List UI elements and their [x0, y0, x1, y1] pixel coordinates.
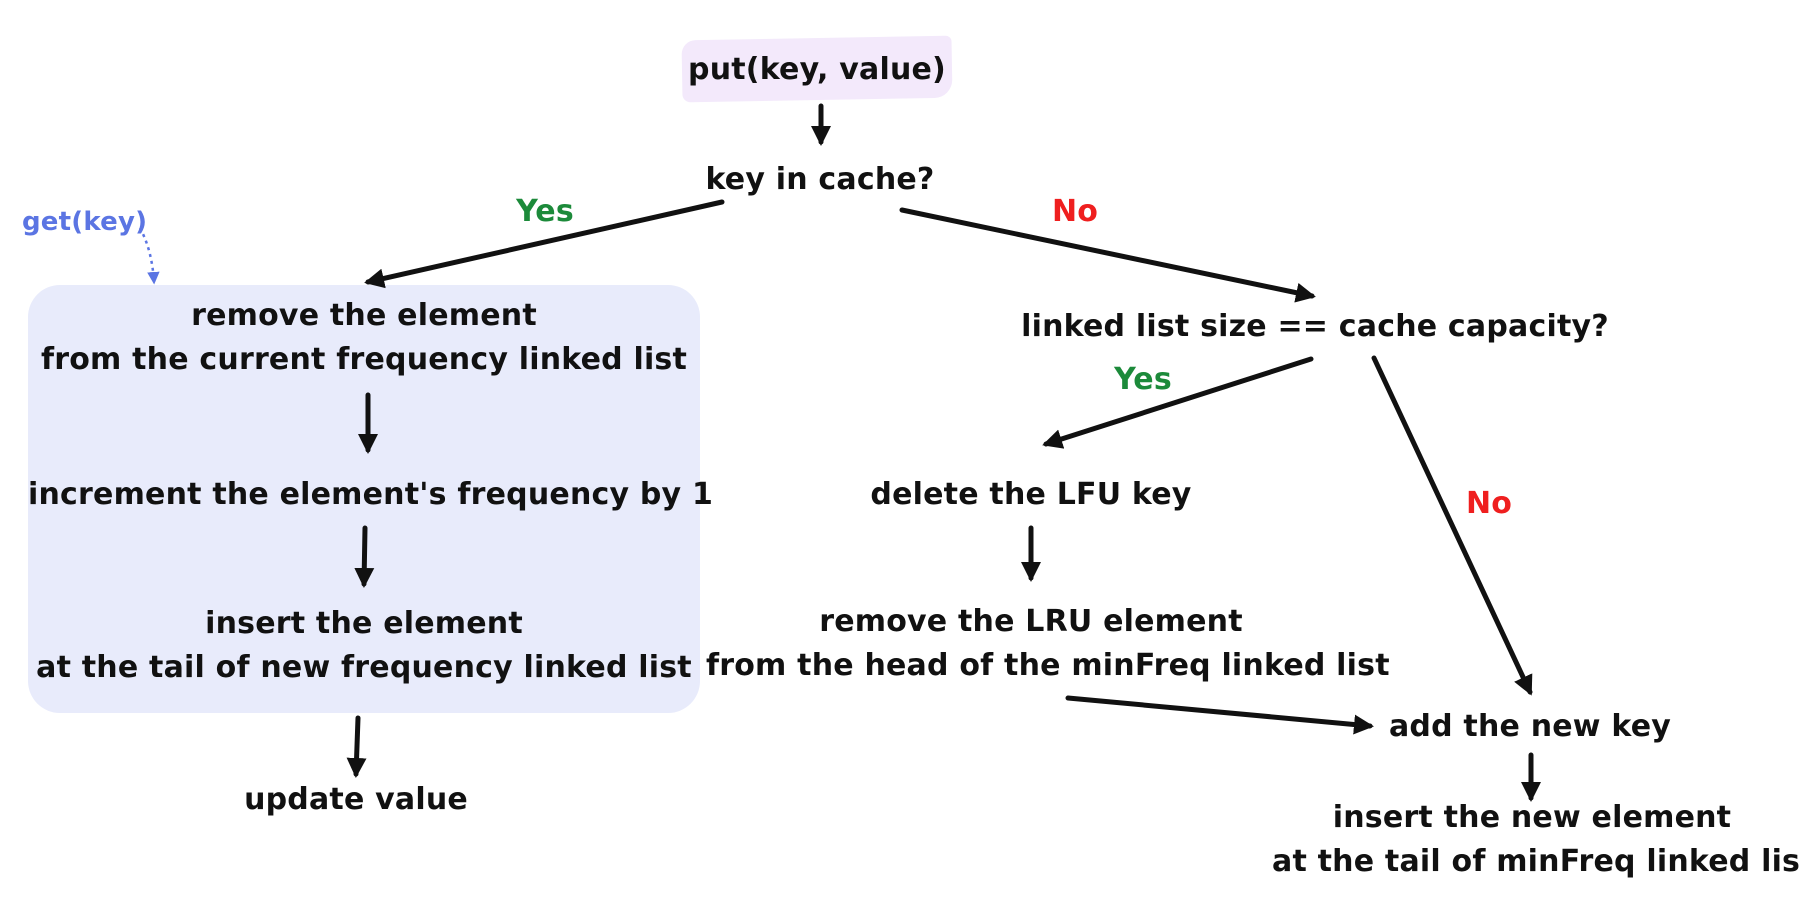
node-delete-lfu: delete the LFU key: [870, 477, 1192, 512]
node-increment-frequency: increment the element's frequency by 1: [28, 477, 714, 512]
decision-key-in-cache: key in cache?: [705, 162, 935, 197]
annotation-get-key: get(key): [22, 207, 148, 237]
arrow-remove-lru-to-add: [1065, 695, 1374, 735]
node-remove-lru: remove the LRU element from the head of …: [706, 600, 1390, 688]
start-node-put: put(key, value): [688, 52, 946, 87]
edge-label-key-yes: Yes: [516, 194, 574, 229]
node-insert-element: insert the element at the tail of new fr…: [28, 602, 700, 690]
node-remove-lru-line-2: from the head of the minFreq linked list: [706, 648, 1390, 683]
decision-size-check: linked list size == cache capacity?: [1021, 309, 1609, 344]
arrow-size-yes-to-delete: [1042, 356, 1314, 449]
get-path-group-box: [28, 285, 700, 713]
edge-label-size-no: No: [1465, 486, 1513, 521]
node-insert-new-element-line-2: at the tail of minFreq linked list: [1272, 844, 1800, 879]
arrow-no-to-size-check: [899, 207, 1316, 303]
node-remove-element-line-1: remove the element: [191, 298, 537, 333]
edge-label-size-yes: Yes: [1114, 362, 1172, 397]
arrow-size-no-to-add: [1371, 355, 1533, 696]
node-remove-lru-line-1: remove the LRU element: [819, 604, 1243, 639]
arrow-yes-to-remove: [364, 199, 725, 289]
node-insert-new-element: insert the new element at the tail of mi…: [1272, 796, 1800, 884]
arrow-insert-to-update: [346, 715, 367, 778]
node-insert-element-line-2: at the tail of new frequency linked list: [36, 650, 692, 685]
node-insert-element-line-1: insert the element: [205, 606, 523, 641]
arrow-increment-to-insert: [354, 525, 375, 588]
arrow-get-annotation: [138, 227, 160, 285]
edge-label-key-no: No: [1051, 194, 1099, 229]
node-remove-element: remove the element from the current freq…: [28, 294, 700, 382]
node-add-new-key: add the new key: [1388, 709, 1672, 744]
node-insert-new-element-line-1: insert the new element: [1332, 800, 1732, 835]
node-update-value: update value: [244, 782, 468, 817]
node-remove-element-line-2: from the current frequency linked list: [40, 342, 688, 377]
